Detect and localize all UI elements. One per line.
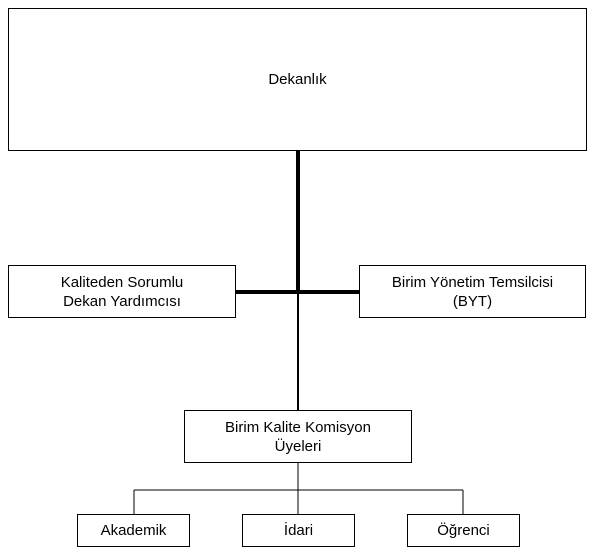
node-dekanlik-label: Dekanlık: [268, 71, 327, 88]
node-left-line1: Kaliteden Sorumlu: [60, 273, 184, 291]
node-idari-label: İdari: [283, 522, 314, 539]
node-right-line2: (BYT): [452, 292, 493, 310]
node-right-line1: Birim Yönetim Temsilcisi: [391, 273, 554, 291]
node-akademik-label: Akademik: [100, 522, 167, 539]
node-idari: İdari: [242, 514, 355, 547]
node-ogrenci-label: Öğrenci: [437, 522, 490, 539]
node-middle-line2: Üyeleri: [274, 437, 322, 455]
node-dekanlik: Dekanlık: [8, 8, 587, 151]
node-akademik: Akademik: [77, 514, 190, 547]
node-kalite-dekan-yardimcisi: Kaliteden Sorumlu Dekan Yardımcısı: [8, 265, 236, 318]
node-middle-line1: Birim Kalite Komisyon: [225, 418, 371, 436]
node-left-line2: Dekan Yardımcısı: [63, 292, 181, 310]
node-ogrenci: Öğrenci: [407, 514, 520, 547]
node-byt: Birim Yönetim Temsilcisi (BYT): [359, 265, 586, 318]
node-kalite-komisyon: Birim Kalite Komisyon Üyeleri: [184, 410, 412, 463]
